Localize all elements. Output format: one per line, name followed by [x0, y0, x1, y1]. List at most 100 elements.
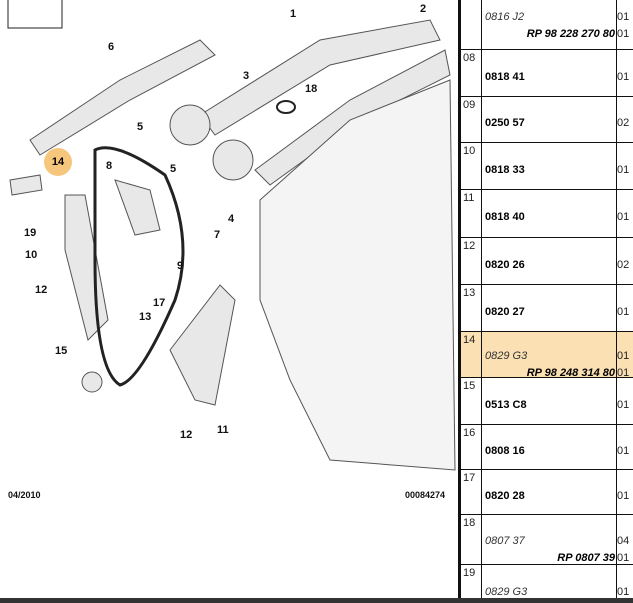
callout-5b: 5: [170, 163, 177, 175]
table-row[interactable]: 13 0820 27 01: [461, 285, 633, 332]
part-code[interactable]: 0820 27: [485, 306, 525, 318]
camshaft-left: [29, 39, 216, 156]
code-cell: 0513 C8: [481, 378, 617, 424]
callout-3: 3: [243, 70, 250, 82]
row-number: 18: [463, 517, 476, 529]
table-row[interactable]: 12 0820 26 02: [461, 238, 633, 285]
callout-5a: 5: [137, 121, 144, 133]
callout-12b: 12: [180, 429, 193, 441]
code-cell: 0818 40: [481, 190, 617, 237]
row-number: 14: [463, 334, 476, 346]
code-cell: 0820 27: [481, 285, 617, 331]
code-cell: 0820 28: [481, 470, 617, 514]
part-code[interactable]: 0250 57: [485, 117, 525, 129]
part-code[interactable]: 0818 33: [485, 164, 525, 176]
row-number: 09: [463, 99, 476, 111]
parts-diagram: 1 2 3 4 5 5 6 7 8 9 10 11 12 12 13 14 15…: [7, 0, 456, 500]
part-code[interactable]: 0513 C8: [485, 399, 527, 411]
row-number: 15: [463, 380, 476, 392]
quantity: 01: [617, 164, 630, 176]
replacement-part[interactable]: RP 98 228 270 80: [526, 28, 615, 40]
vvt-sprocket-upper: [169, 104, 211, 146]
row-number: 17: [463, 472, 476, 484]
quantity: 01: [617, 350, 630, 362]
replacement-quantity: 01: [617, 552, 630, 564]
code-cell: 0829 G3: [481, 565, 617, 598]
tensioner-14: [9, 174, 43, 196]
quantity: 01: [617, 211, 630, 223]
callout-19: 19: [24, 227, 37, 239]
table-row[interactable]: 16 0808 16 01: [461, 425, 633, 470]
callout-1: 1: [290, 8, 297, 20]
quantity: 01: [617, 445, 630, 457]
code-cell: 0807 37 RP 0807 39: [481, 515, 617, 564]
part-code[interactable]: 0829 G3: [485, 350, 528, 362]
table-row[interactable]: 17 0820 28 01: [461, 470, 633, 515]
callout-18: 18: [305, 83, 318, 95]
tensioner-guide: [64, 194, 109, 341]
quantity: 04: [617, 535, 630, 547]
callout-10: 10: [25, 249, 38, 261]
diagram-reference: 00084274: [405, 490, 446, 500]
table-row[interactable]: 09 0250 57 02: [461, 97, 633, 143]
inset-box: [7, 0, 63, 29]
quantity: 02: [617, 259, 630, 271]
callout-15: 15: [55, 345, 68, 357]
code-cell: 0820 26: [481, 238, 617, 284]
row-number: 10: [463, 145, 476, 157]
code-cell: 0818 41: [481, 50, 617, 96]
quantity: 01: [617, 399, 630, 411]
callout-4: 4: [228, 213, 235, 225]
chain-guide-right: [169, 284, 236, 406]
part-code[interactable]: 0829 G3: [485, 586, 528, 598]
replacement-quantity: 01: [617, 367, 630, 379]
bottom-bar: [0, 598, 633, 603]
replacement-part[interactable]: RP 0807 39: [557, 552, 615, 564]
quantity: 01: [617, 11, 630, 23]
table-row[interactable]: 11 0818 40 01: [461, 190, 633, 238]
quantity: 01: [617, 490, 630, 502]
quantity: 01: [617, 586, 630, 598]
row-number: 13: [463, 287, 476, 299]
code-cell: 0829 G3 RP 98 248 314 80: [481, 332, 617, 379]
callout-12a: 12: [35, 284, 48, 296]
quantity: 02: [617, 117, 630, 129]
part-code[interactable]: 0816 J2: [485, 11, 525, 23]
callout-13: 13: [139, 311, 152, 323]
crank-sprocket: [81, 371, 103, 393]
timing-chain: [93, 146, 185, 387]
row-number: 11: [463, 192, 475, 204]
part-code[interactable]: 0820 28: [485, 490, 525, 502]
part-code[interactable]: 0820 26: [485, 259, 525, 271]
code-cell: 0250 57: [481, 97, 617, 142]
table-row[interactable]: 10 0818 33 01: [461, 143, 633, 190]
quantity: 01: [617, 71, 630, 83]
part-code[interactable]: 0808 16: [485, 445, 525, 457]
table-row[interactable]: 08 0818 41 01: [461, 50, 633, 97]
quantity: 01: [617, 306, 630, 318]
callout-11: 11: [217, 424, 229, 436]
row-number: 08: [463, 52, 476, 64]
replacement-part[interactable]: RP 98 248 314 80: [526, 367, 615, 379]
seal-ring-18: [276, 100, 296, 114]
code-cell: 0808 16: [481, 425, 617, 469]
camshaft-2: [254, 49, 451, 186]
callout-9: 9: [177, 260, 184, 272]
row-number: 12: [463, 240, 476, 252]
part-code[interactable]: 0818 41: [485, 71, 525, 83]
callout-14-highlighted[interactable]: 14: [44, 148, 72, 176]
part-code[interactable]: 0818 40: [485, 211, 525, 223]
row-number: 16: [463, 427, 476, 439]
engine-exploded-view: [7, 0, 456, 471]
replacement-quantity: 01: [617, 28, 630, 40]
table-row[interactable]: 15 0513 C8 01: [461, 378, 633, 425]
vvt-sprocket-lower: [212, 139, 254, 181]
callout-17: 17: [153, 297, 166, 309]
part-code[interactable]: 0807 37: [485, 535, 525, 547]
